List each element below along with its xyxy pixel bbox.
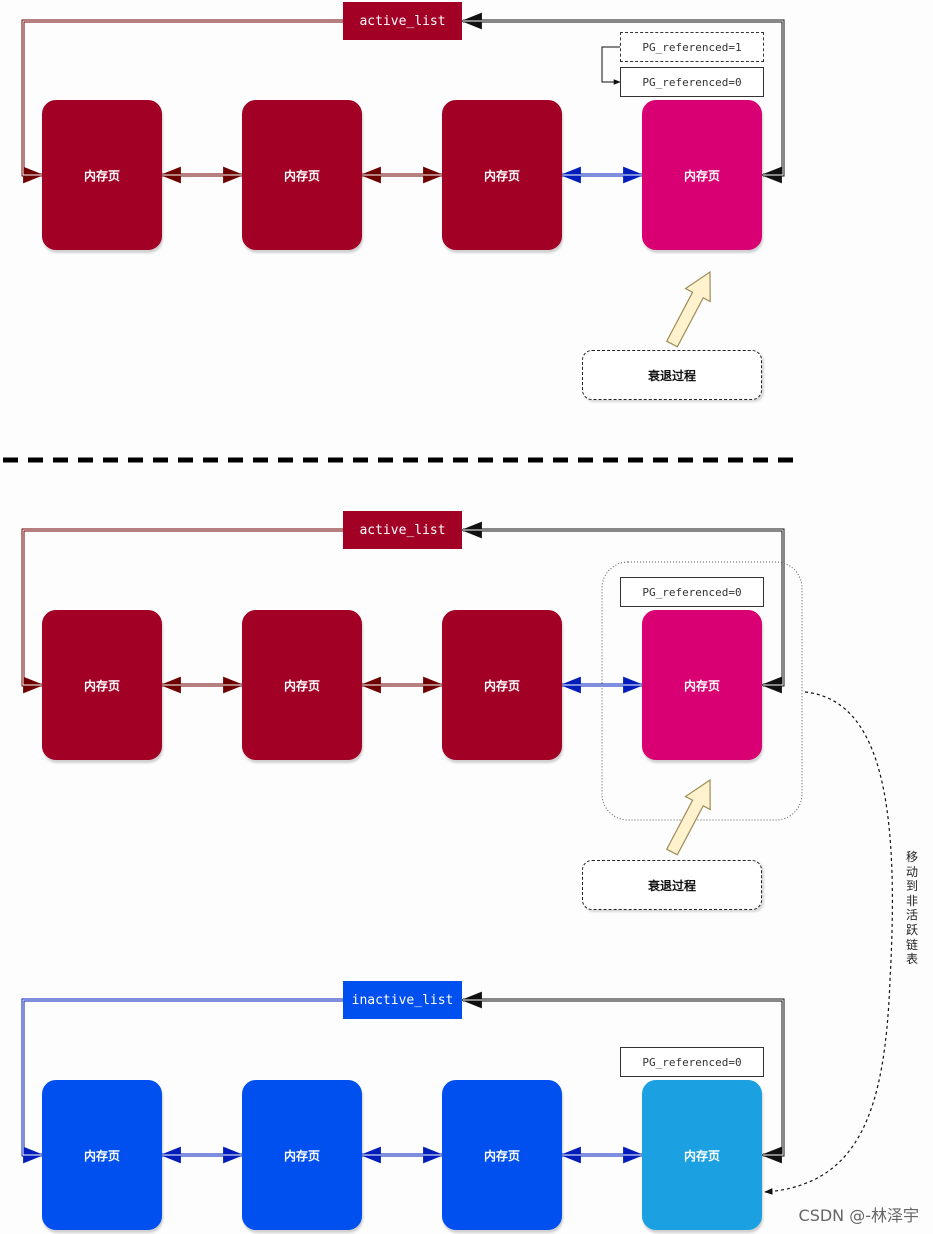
active-list-label-2: active_list (343, 511, 462, 549)
flag-referenced-before: PG_referenced=1 (620, 32, 764, 62)
top-page-2: 内存页 (242, 100, 362, 250)
bottom-page-4-moved: 内存页 (642, 1080, 762, 1230)
bottom-page-3: 内存页 (442, 1080, 562, 1230)
top-page-4-decaying: 内存页 (642, 100, 762, 250)
move-to-inactive-arrow (764, 691, 893, 1195)
move-to-inactive-label: 移动到非活跃链表 (905, 850, 918, 967)
inactive-list-label: inactive_list (343, 981, 462, 1019)
flag-change-arrow (601, 46, 621, 85)
active-list-label: active_list (343, 2, 462, 40)
flag-referenced-after: PG_referenced=0 (620, 67, 764, 97)
decay-arrow-top (665, 270, 711, 348)
decay-process-box-2: 衰退过程 (582, 860, 762, 910)
bottom-flag-referenced: PG_referenced=0 (620, 1047, 764, 1077)
mid-page-1: 内存页 (42, 610, 162, 760)
watermark: CSDN @-林泽宇 (798, 1206, 919, 1225)
mid-page-4-decaying: 内存页 (642, 610, 762, 760)
bottom-page-1: 内存页 (42, 1080, 162, 1230)
top-page-3: 内存页 (442, 100, 562, 250)
mid-flag-referenced: PG_referenced=0 (620, 577, 764, 607)
mid-page-2: 内存页 (242, 610, 362, 760)
bottom-page-2: 内存页 (242, 1080, 362, 1230)
selected-page-group (601, 561, 803, 821)
decay-arrow-middle (665, 778, 711, 856)
top-page-1: 内存页 (42, 100, 162, 250)
decay-process-box: 衰退过程 (582, 350, 762, 400)
mid-page-3: 内存页 (442, 610, 562, 760)
